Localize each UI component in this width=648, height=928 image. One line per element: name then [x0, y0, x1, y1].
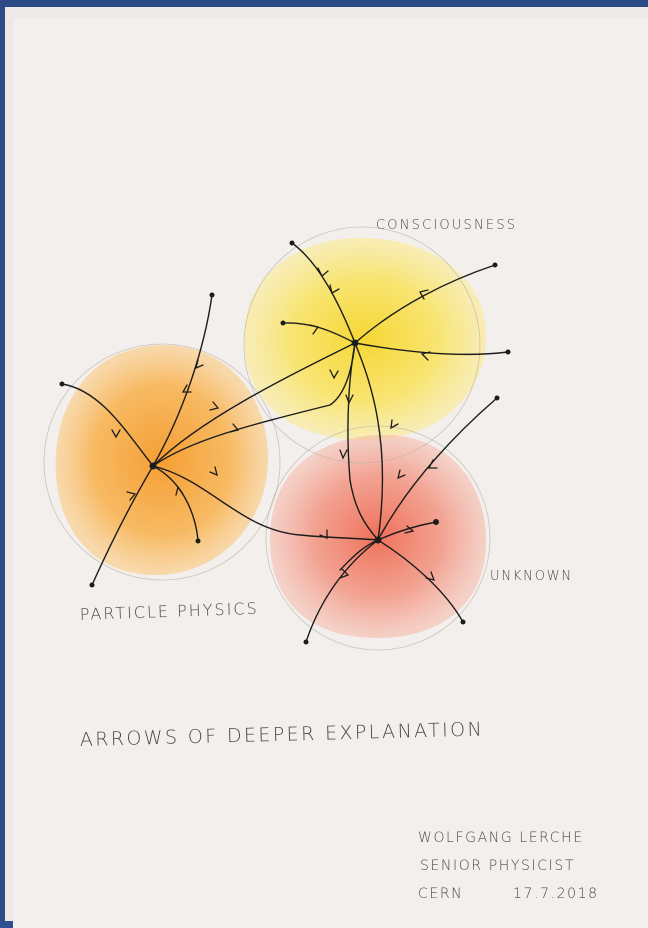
particle-physics-label: PARTICLE PHYSICS	[79, 599, 259, 624]
signature-date: 17.7.2018	[513, 886, 599, 902]
signature-role: SENIOR PHYSICIST	[420, 858, 575, 874]
consciousness-label: CONSCIOUSNESS	[376, 218, 517, 233]
signature-org: CERN	[418, 886, 463, 902]
unknown-label: UNKNOWN	[490, 569, 573, 584]
drawing-title: ARROWS OF DEEPER EXPLANATION	[80, 718, 485, 751]
consciousness-circle	[244, 238, 486, 440]
signature-name: WOLFGANG LERCHE	[418, 830, 584, 846]
